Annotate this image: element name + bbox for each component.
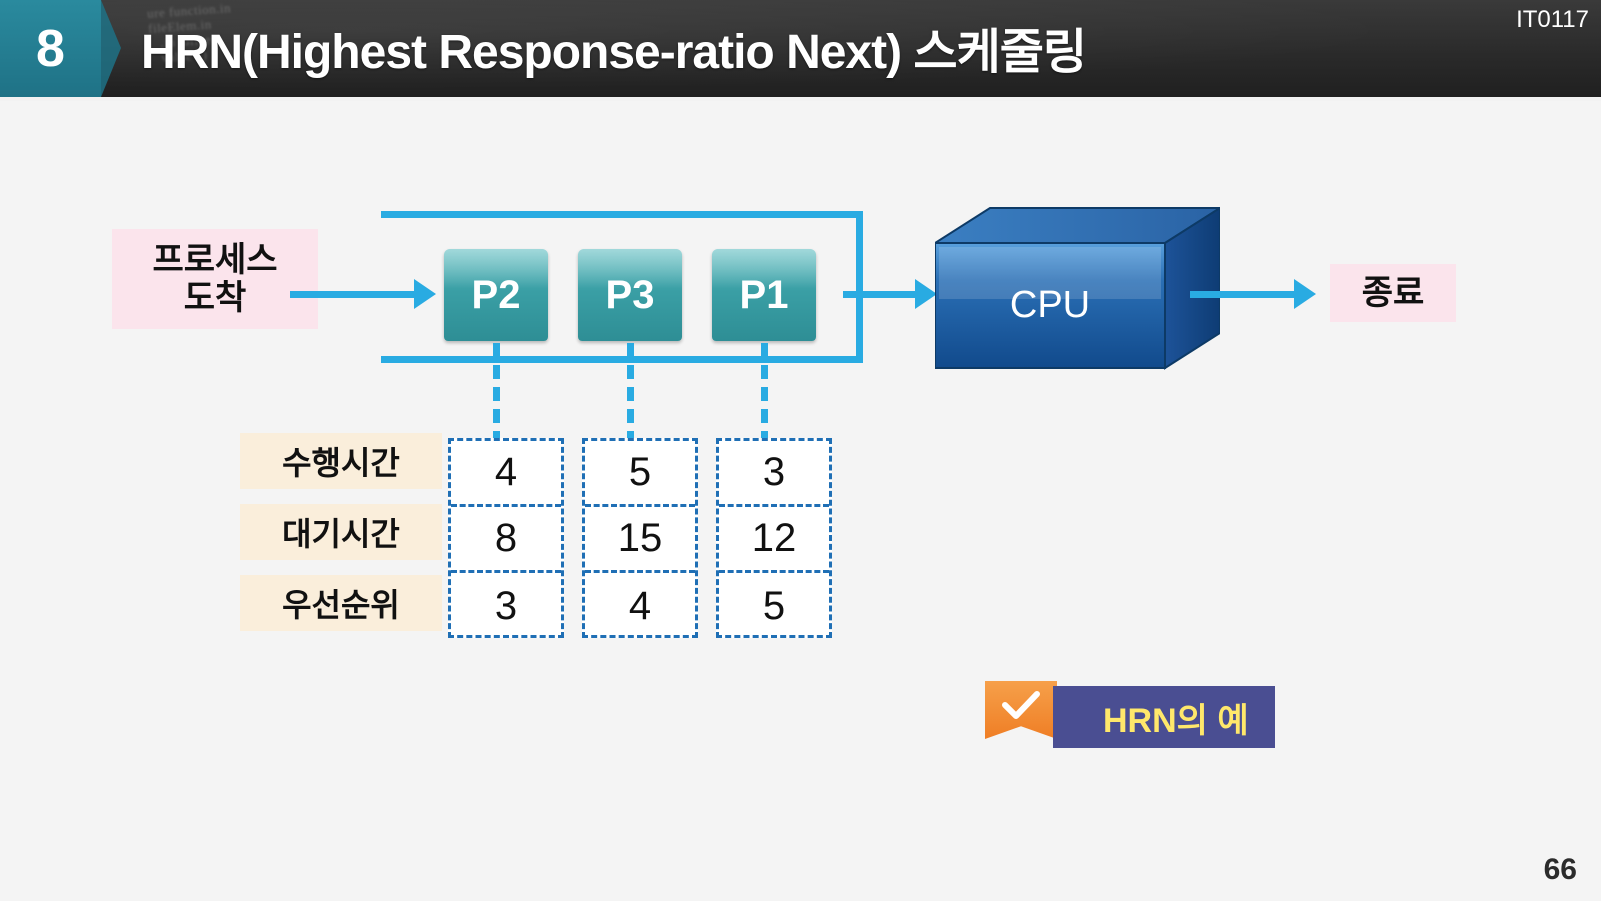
- value-cell-p1-execution: 3: [719, 441, 829, 507]
- header-background-texture: [0, 0, 1601, 101]
- value-cell-p3-priority: 4: [628, 583, 652, 628]
- value-cell-p3-wait: 15: [585, 507, 695, 573]
- queue-to-cpu-arrow-head-icon: [915, 279, 937, 309]
- chapter-number: 8: [36, 19, 65, 78]
- row-label-priority: 우선순위: [240, 575, 442, 631]
- value-column-p3: 5 15 4: [582, 438, 698, 638]
- process-arrival-label: 프로세스 도착: [112, 229, 318, 329]
- queue-process-p3[interactable]: P3: [578, 249, 682, 341]
- arrival-arrow-head-icon: [414, 279, 436, 309]
- check-ribbon-icon: [985, 681, 1057, 753]
- value-cell-p3-execution: 5: [585, 441, 695, 507]
- cpu-to-end-arrow-line: [1190, 291, 1298, 298]
- cpu-block: CPU: [935, 203, 1220, 373]
- row-label-priority-text: 우선순위: [282, 587, 400, 623]
- value-column-p1: 3 12 5: [716, 438, 832, 638]
- check-mark-icon: [1002, 691, 1040, 719]
- section-banner-label: HRN의 예: [1103, 701, 1249, 740]
- queue-process-p1[interactable]: P1: [712, 249, 816, 341]
- queue-process-p3-label: P3: [605, 272, 655, 317]
- dashed-connector-p2: [493, 343, 500, 511]
- end-label-text: 종료: [1361, 273, 1425, 312]
- slide-header: ure function.in fileElem.in .in offset v…: [0, 0, 1601, 101]
- queue-process-p2-label: P2: [471, 272, 521, 317]
- cpu-to-end-arrow-head-icon: [1294, 279, 1316, 309]
- row-label-wait-time: 대기시간: [240, 504, 442, 560]
- page-number: 66: [1543, 853, 1577, 886]
- value-column-p2: 4 8 3: [448, 438, 564, 638]
- value-cell-p1-wait: 12: [719, 507, 829, 573]
- row-label-wait-time-text: 대기시간: [282, 516, 400, 552]
- chapter-number-badge: 8: [0, 0, 121, 97]
- process-arrival-label-line1: 프로세스: [152, 240, 278, 279]
- cpu-label: CPU: [1009, 284, 1091, 326]
- arrival-arrow-line: [290, 291, 418, 298]
- page-title: HRN(Highest Response-ratio Next) 스케줄링: [141, 26, 1087, 79]
- value-cell-p2-priority: 3: [494, 583, 518, 628]
- end-label: 종료: [1330, 264, 1456, 322]
- section-banner: HRN의 예: [1053, 686, 1275, 748]
- course-code: IT0117: [1516, 6, 1589, 33]
- cpu-3d-shape-icon: [935, 206, 1220, 370]
- slide-body: 프로세스 도착 P2 P3 P1: [0, 101, 1601, 901]
- row-label-execution-time-text: 수행시간: [282, 445, 400, 481]
- process-arrival-label-line2: 도착: [183, 279, 247, 317]
- dashed-connector-p3: [627, 343, 634, 511]
- value-cell-p1-priority: 5: [762, 583, 786, 628]
- queue-process-p1-label: P1: [739, 272, 789, 317]
- value-cell-p2-wait: 8: [451, 507, 561, 573]
- ready-queue-channel: [381, 211, 863, 363]
- row-label-execution-time: 수행시간: [240, 433, 442, 489]
- header-divider: [0, 97, 1601, 101]
- queue-to-cpu-arrow-line: [843, 291, 919, 298]
- value-cell-p2-execution: 4: [451, 441, 561, 507]
- queue-process-p2[interactable]: P2: [444, 249, 548, 341]
- dashed-connector-p1: [761, 343, 768, 511]
